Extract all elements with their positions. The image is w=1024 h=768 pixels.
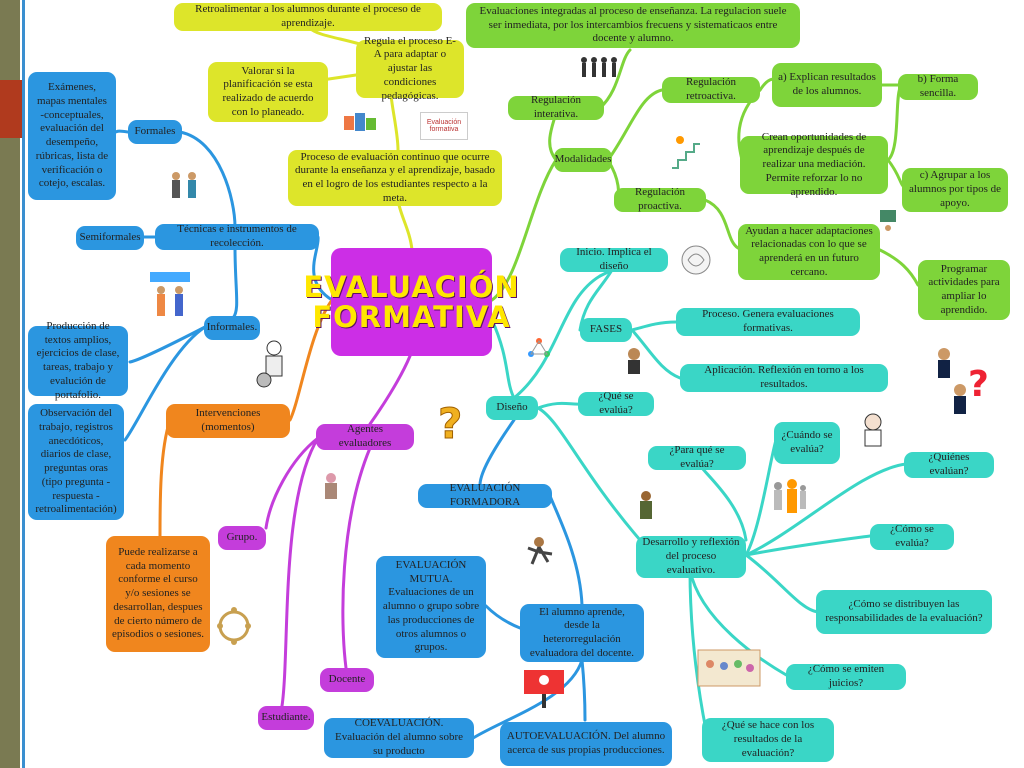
central-topic: EVALUACIÓN FORMATIVA bbox=[303, 248, 519, 356]
node-ayudan-adaptaciones: Ayudan a hacer adaptaciones relacionadas… bbox=[738, 224, 880, 280]
central-title-line1: EVALUACIÓN bbox=[303, 269, 520, 304]
group-people-illustration bbox=[578, 52, 620, 84]
node-grupo: Grupo. bbox=[218, 526, 266, 550]
node-como-se-evalua: ¿Cómo se evalúa? bbox=[870, 523, 954, 550]
worker-illustration bbox=[252, 338, 294, 390]
svg-text:?: ? bbox=[968, 364, 989, 405]
red-tab bbox=[0, 80, 22, 138]
node-retroalimentar: Retroalimentar a los alumnos durante el … bbox=[174, 3, 442, 31]
team-circle-illustration bbox=[216, 600, 252, 652]
node-aplicacion: Aplicación. Reflexión en torno a los res… bbox=[680, 364, 888, 392]
central-title-line2: FORMATIVA bbox=[312, 300, 511, 334]
node-diseno: Diseño bbox=[486, 396, 538, 420]
node-valorar: Valorar si la planificación se esta real… bbox=[208, 62, 328, 122]
node-regulacion-retroactiva: Regulación retroactiva. bbox=[662, 76, 760, 103]
node-evaluaciones-integradas: Evaluaciones integradas al proceso de en… bbox=[466, 3, 800, 48]
node-produccion-textos: Producción de textos amplios, ejercicios… bbox=[28, 320, 128, 401]
node-informales: Informales. bbox=[204, 316, 260, 340]
node-programar-actividades: Programar actividades para ampliar lo ap… bbox=[918, 260, 1010, 320]
node-alumno-aprende: El alumno aprende, desde la heterorregul… bbox=[520, 604, 644, 662]
climbing-stairs-illustration bbox=[670, 130, 700, 170]
police-question-illustration: ? bbox=[930, 340, 992, 420]
node-examenes: Exámenes, mapas mentales -conceptuales, … bbox=[28, 72, 116, 200]
node-para-que-se-evalua: ¿Para qué se evalúa? bbox=[648, 444, 746, 470]
svg-text:?: ? bbox=[438, 399, 462, 448]
node-inicio: Inicio. Implica el diseño bbox=[560, 246, 668, 272]
colorful-tools-illustration bbox=[342, 110, 378, 136]
network-icon bbox=[526, 336, 552, 362]
dancer-illustration bbox=[524, 534, 554, 574]
node-regulacion-interactiva: Regulación interativa. bbox=[508, 94, 604, 120]
detective-illustration bbox=[318, 470, 344, 504]
question-mark-illustration: ? bbox=[428, 398, 472, 449]
scientist-illustration bbox=[856, 410, 890, 450]
left-strip bbox=[0, 0, 20, 768]
node-distribuyen-responsabilidades: ¿Cómo se distribuyen las responsabilidad… bbox=[816, 590, 992, 634]
node-autoevaluacion: AUTOEVALUACIÓN. Del alumno acerca de sus… bbox=[500, 722, 672, 766]
node-proceso-genera: Proceso. Genera evaluaciones formativas. bbox=[676, 308, 860, 336]
people-talking-illustration bbox=[166, 168, 202, 212]
presenter-illustration bbox=[520, 668, 568, 710]
node-observacion-trabajo: Observación del trabajo, registros anecd… bbox=[28, 404, 124, 520]
node-que-se-hace: ¿Qué se hace con los resultados de la ev… bbox=[702, 718, 834, 762]
node-proceso-evaluacion: Proceso de evaluación continuo que ocurr… bbox=[288, 150, 502, 206]
node-estudiante: Estudiante. bbox=[258, 706, 314, 730]
node-desarrollo-reflexion: Desarrollo y reflexión del proceso evalu… bbox=[636, 536, 746, 578]
classroom-illustration bbox=[696, 646, 762, 690]
node-emiten-juicios: ¿Cómo se emiten juicios? bbox=[786, 663, 906, 690]
node-explican-resultados: a) Explican resultados de los alumnos. bbox=[772, 63, 882, 107]
node-que-se-evalua: ¿Qué se evalúa? bbox=[578, 390, 654, 416]
node-modalidades: Modalidades bbox=[554, 148, 612, 172]
node-regulacion-proactiva: Regulación proactiva. bbox=[614, 186, 706, 212]
node-formales: Formales bbox=[128, 120, 182, 144]
node-agrupar-alumnos: c) Agrupar a los alumnos por tipos de ap… bbox=[902, 168, 1008, 212]
node-cuando-se-evalua: ¿Cuándo se evalúa? bbox=[774, 422, 840, 464]
node-evaluacion-mutua: EVALUACIÓN MUTUA. Evaluaciones de un alu… bbox=[376, 556, 486, 658]
node-quienes-evaluan: ¿Quiénes evalúan? bbox=[904, 451, 994, 478]
soldier-illustration bbox=[634, 488, 658, 524]
node-tecnicas-instrumentos: Técnicas e instrumentos de recolección. bbox=[155, 223, 319, 250]
node-evaluacion-formadora: EVALUACIÓN FORMADORA bbox=[418, 482, 552, 508]
node-semiformales: Semiformales bbox=[76, 226, 144, 250]
node-intervenciones: Intervenciones (momentos) bbox=[166, 404, 290, 438]
students-illustration bbox=[150, 272, 190, 324]
teacher-board-illustration bbox=[878, 208, 898, 238]
node-regula: Regula el proceso E-A para adaptar o aju… bbox=[356, 35, 464, 102]
node-coevaluacion: COEVALUACIÓN. Evaluación del alumno sobr… bbox=[324, 717, 474, 758]
node-puede-realizarse: Puede realizarse a cada momento conforme… bbox=[106, 536, 210, 652]
node-agentes-evaluadores: Agentes evaluadores bbox=[316, 423, 414, 450]
blue-divider bbox=[22, 0, 25, 768]
node-docente: Docente bbox=[320, 668, 374, 692]
node-fases: FASES bbox=[580, 318, 632, 342]
node-crean-oportunidades: Crean oportunidades de aprendizaje despu… bbox=[740, 131, 888, 198]
people-group-illustration bbox=[770, 476, 808, 522]
brain-illustration bbox=[678, 242, 714, 278]
node-forma-sencilla: b) Forma sencilla. bbox=[898, 73, 978, 100]
thinker-illustration bbox=[622, 346, 646, 376]
